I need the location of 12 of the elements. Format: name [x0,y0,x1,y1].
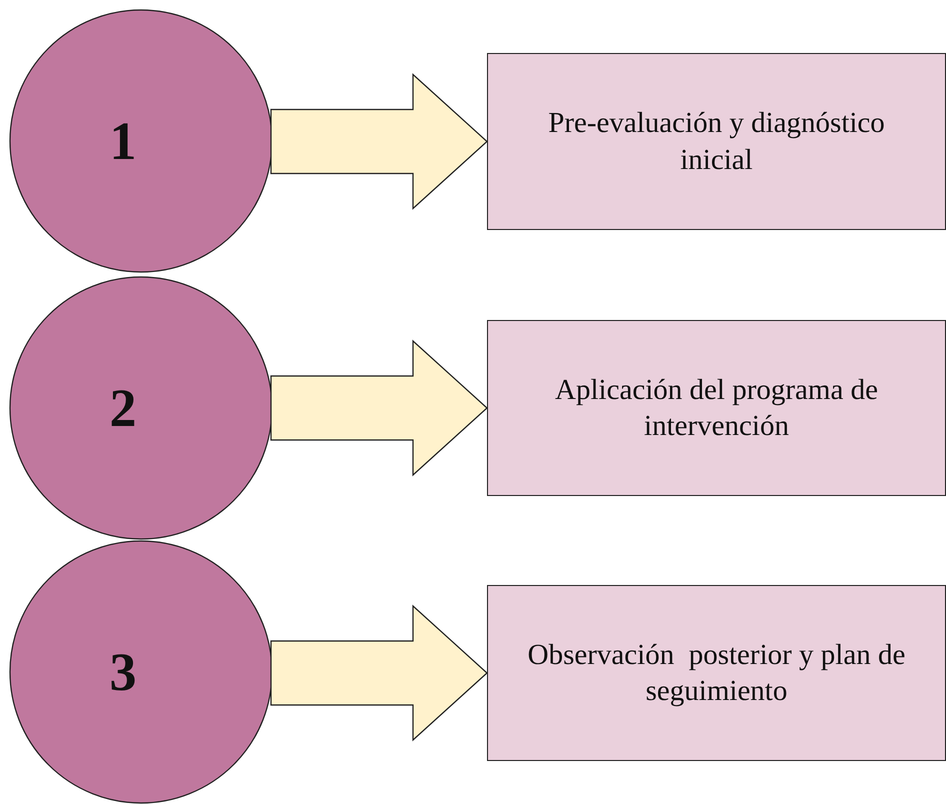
step-number: 1 [110,110,136,172]
step-number: 3 [110,641,136,703]
step-number: 2 [110,377,136,439]
block-arrow [270,340,488,476]
step-description: Observación posterior y plan de seguimiento [526,638,906,709]
step-box [487,53,946,230]
step-box [487,585,946,761]
block-arrow [270,73,488,210]
step-box [487,320,946,496]
step-description: Pre-evaluación y diagnóstico inicial [547,106,886,178]
step-description: Aplicación del programa de intervención [554,372,879,444]
block-arrow [270,604,488,742]
